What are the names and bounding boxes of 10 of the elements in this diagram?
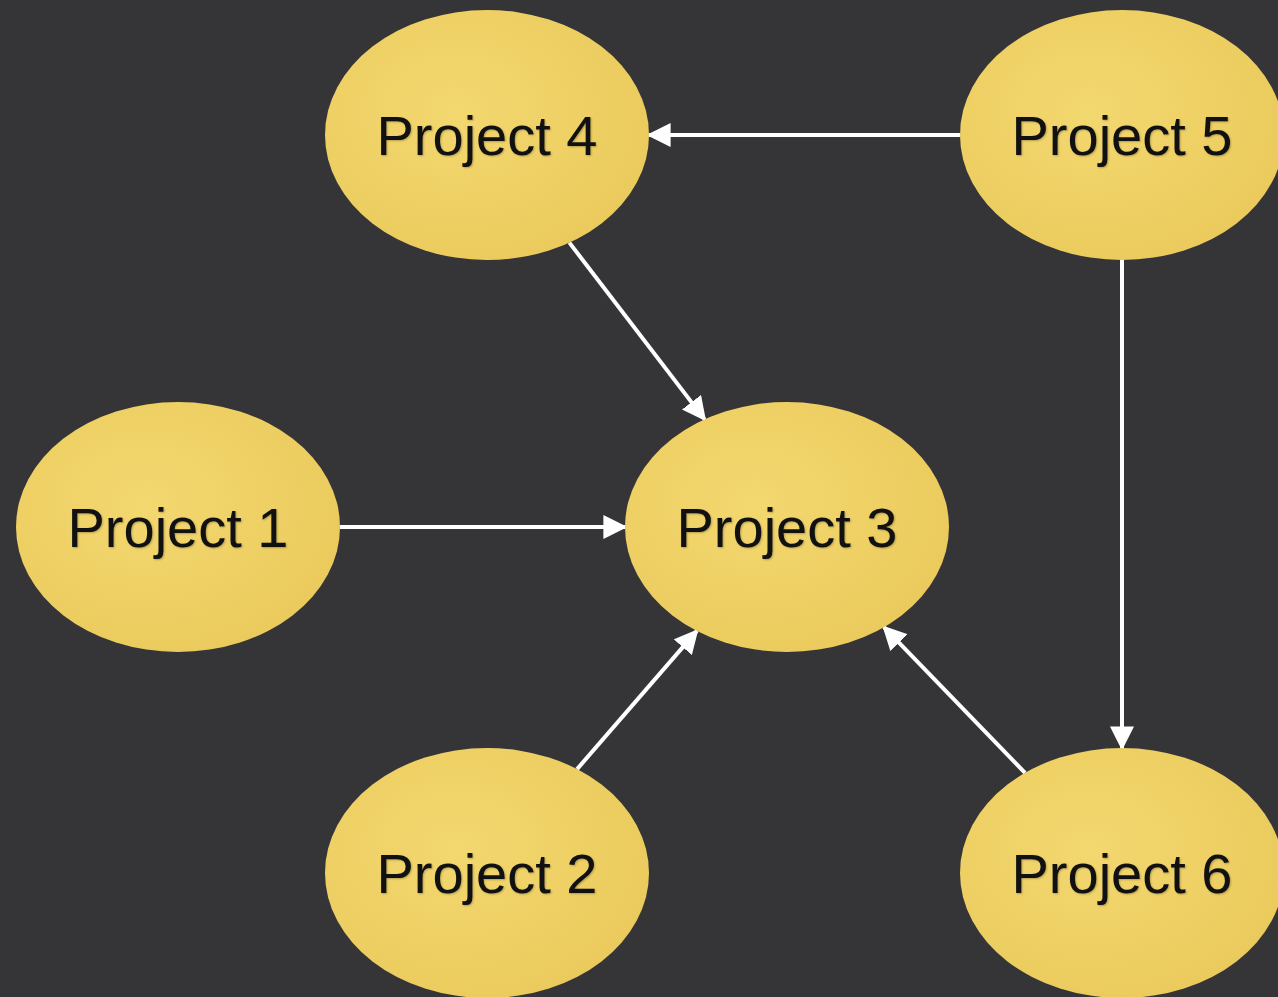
arrow <box>567 241 707 422</box>
arrow <box>882 625 1027 775</box>
node-label: Project 5 <box>1011 102 1233 168</box>
arrow <box>1110 260 1134 751</box>
arrow <box>575 629 699 771</box>
node-label: Project 4 <box>376 102 598 168</box>
node-label: Project 1 <box>67 494 289 560</box>
node-label: Project 6 <box>1011 840 1233 906</box>
node-label: Project 3 <box>676 494 898 560</box>
node-label: Project 2 <box>376 840 598 906</box>
